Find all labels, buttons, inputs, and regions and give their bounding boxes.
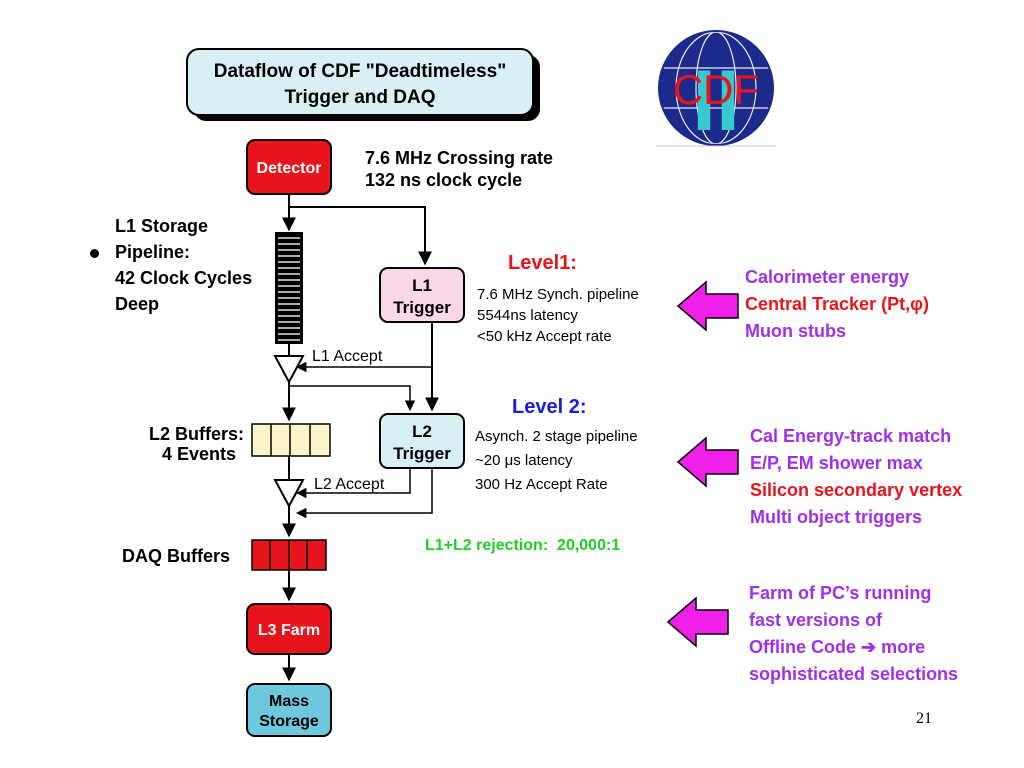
mass-storage-box [246,683,332,737]
title-line-1: Dataflow of CDF "Deadtimeless" [214,61,507,82]
l1-input-2: Central Tracker (Pt,φ) [745,294,929,314]
l1-accept-label: L1 Accept [312,348,383,365]
l2-input-4: Multi object triggers [750,507,923,527]
l3-input-1: Farm of PC’s running [749,583,932,603]
l1-storage-line-4: Deep [115,294,160,314]
mass-storage-line-1: Mass [269,693,309,710]
rejection-text: L1+L2 rejection: 20,000:1 [425,537,621,554]
l3-inputs: Farm of PC’s running fast versions of Of… [749,580,958,688]
cdf-logo: II CDF [656,30,776,149]
clock-cycle: 132 ns clock cycle [365,170,522,190]
l3-input-2: fast versions of [749,610,883,630]
l2-inputs: Cal Energy-track match E/P, EM shower ma… [750,423,962,531]
l1-input-3: Muon stubs [745,321,846,341]
level2-heading: Level 2: [512,396,587,418]
logo-text: CDF [673,66,759,113]
l3-farm-label: L3 Farm [258,622,320,639]
level2-details: Asynch. 2 stage pipeline ~20 μs latency … [475,425,638,497]
l2-trigger-box [379,413,465,469]
l2-buffers-line-1: L2 Buffers: [148,424,244,444]
l1-inputs: Calorimeter energy Central Tracker (Pt,φ… [745,264,929,345]
bullet-dot [90,249,99,258]
mass-storage-line-2: Storage [259,713,319,730]
l2-input-1: Cal Energy-track match [750,426,952,446]
level1-line-2: 5544ns latency [477,307,578,324]
l2-input-arrow [676,436,739,488]
page-number: 21 [916,710,932,727]
l1-input-arrow [676,280,739,332]
l1-trigger-line-2: Trigger [393,298,451,317]
level1-line-1: 7.6 MHz Synch. pipeline [477,286,639,303]
l3-input-arrow [666,596,729,648]
l2-trigger-line-2: Trigger [393,444,451,463]
l2-buffers [251,423,331,457]
title-box [186,48,534,116]
level1-heading: Level1: [508,252,577,274]
l3-input-3: Offline Code ➔ more [749,637,926,657]
l1-trigger-line-1: L1 [412,276,432,295]
logo-roman-numeral: II [692,53,740,149]
l1-storage-line-1: L1 Storage [115,216,209,236]
l1-storage-line-2: Pipeline: [115,242,191,262]
l2-buffers-text: L2 Buffers: 4 Events [130,424,244,464]
l2-buffers-line-2: 4 Events [161,444,236,464]
detector-label: Detector [257,160,322,177]
crossing-rate: 7.6 MHz Crossing rate [365,148,553,168]
title-line-2: Trigger and DAQ [285,87,436,108]
level2-line-2: ~20 μs latency [475,452,573,469]
l1-storage-line-3: 42 Clock Cycles [115,268,253,288]
l1-accept-gate [273,355,305,385]
level2-line-3: 300 Hz Accept Rate [475,476,608,493]
l2-trigger-line-1: L2 [412,422,432,441]
l3-input-4: sophisticated selections [749,664,959,684]
l1-storage-text: L1 Storage Pipeline: 42 Clock Cycles Dee… [115,213,252,317]
daq-buffers-label: DAQ Buffers [122,546,231,566]
l2-accept-label: L2 Accept [314,476,385,493]
l2-input-3: Silicon secondary vertex [750,480,963,500]
l1-pipeline [275,232,303,344]
level2-line-1: Asynch. 2 stage pipeline [475,428,638,445]
l2-input-2: E/P, EM shower max [750,453,923,473]
level1-line-3: <50 kHz Accept rate [477,328,612,345]
l1-input-1: Calorimeter energy [745,267,910,287]
level1-details: 7.6 MHz Synch. pipeline 5544ns latency <… [477,284,639,347]
l1-trigger-box [379,267,465,323]
